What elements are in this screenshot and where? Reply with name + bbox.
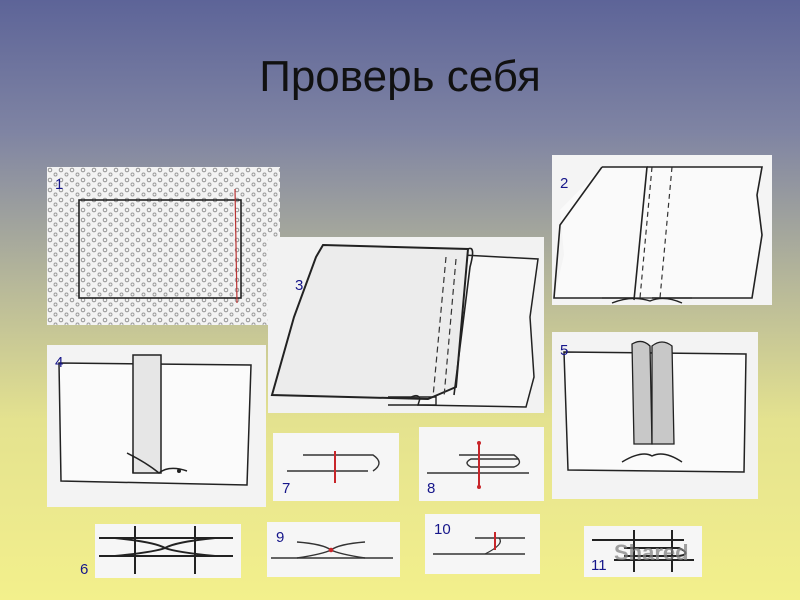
figure-5-label: 5 xyxy=(560,342,569,359)
figure-1-label: 1 xyxy=(55,176,64,193)
figure-9-cross-section xyxy=(267,522,400,577)
figure-3-drawing xyxy=(270,243,539,408)
figure-6-drawing xyxy=(99,526,233,574)
figure-10-cross-section xyxy=(425,514,540,574)
figure-11-cross-section xyxy=(584,526,702,577)
figure-1-drawing xyxy=(47,167,280,325)
figure-4-drawing xyxy=(58,354,252,486)
page-title: Проверь себя xyxy=(259,52,541,101)
figure-1-fabric-rectangle xyxy=(47,167,280,325)
figure-10-label: 10 xyxy=(434,521,451,538)
figure-7-label: 7 xyxy=(282,480,291,497)
figure-6-cross-section xyxy=(95,524,241,578)
figure-11-drawing xyxy=(592,530,694,572)
figure-10-drawing xyxy=(433,532,525,555)
figure-9-label: 9 xyxy=(276,529,285,546)
figure-2-label: 2 xyxy=(560,175,569,192)
watermark-text: Shared xyxy=(614,540,689,565)
figure-11-label: 11 xyxy=(591,557,607,574)
figure-7-drawing xyxy=(287,451,380,483)
figure-2-drawing xyxy=(553,166,763,304)
figure-6-label: 6 xyxy=(80,561,89,578)
figure-9-drawing xyxy=(271,541,393,559)
figure-5-drawing xyxy=(563,340,747,473)
figure-8-drawing xyxy=(427,441,529,489)
figure-4-seam-side xyxy=(47,345,266,507)
figure-2-seam-open xyxy=(552,155,772,305)
figure-3-label: 3 xyxy=(295,277,304,294)
figure-3-folded-seam xyxy=(268,237,544,413)
figure-4-label: 4 xyxy=(55,354,64,371)
figure-8-label: 8 xyxy=(427,480,436,497)
figure-5-raised-seam xyxy=(552,332,758,499)
figure-8-cross-section xyxy=(419,427,544,501)
figure-7-cross-section xyxy=(273,433,399,501)
